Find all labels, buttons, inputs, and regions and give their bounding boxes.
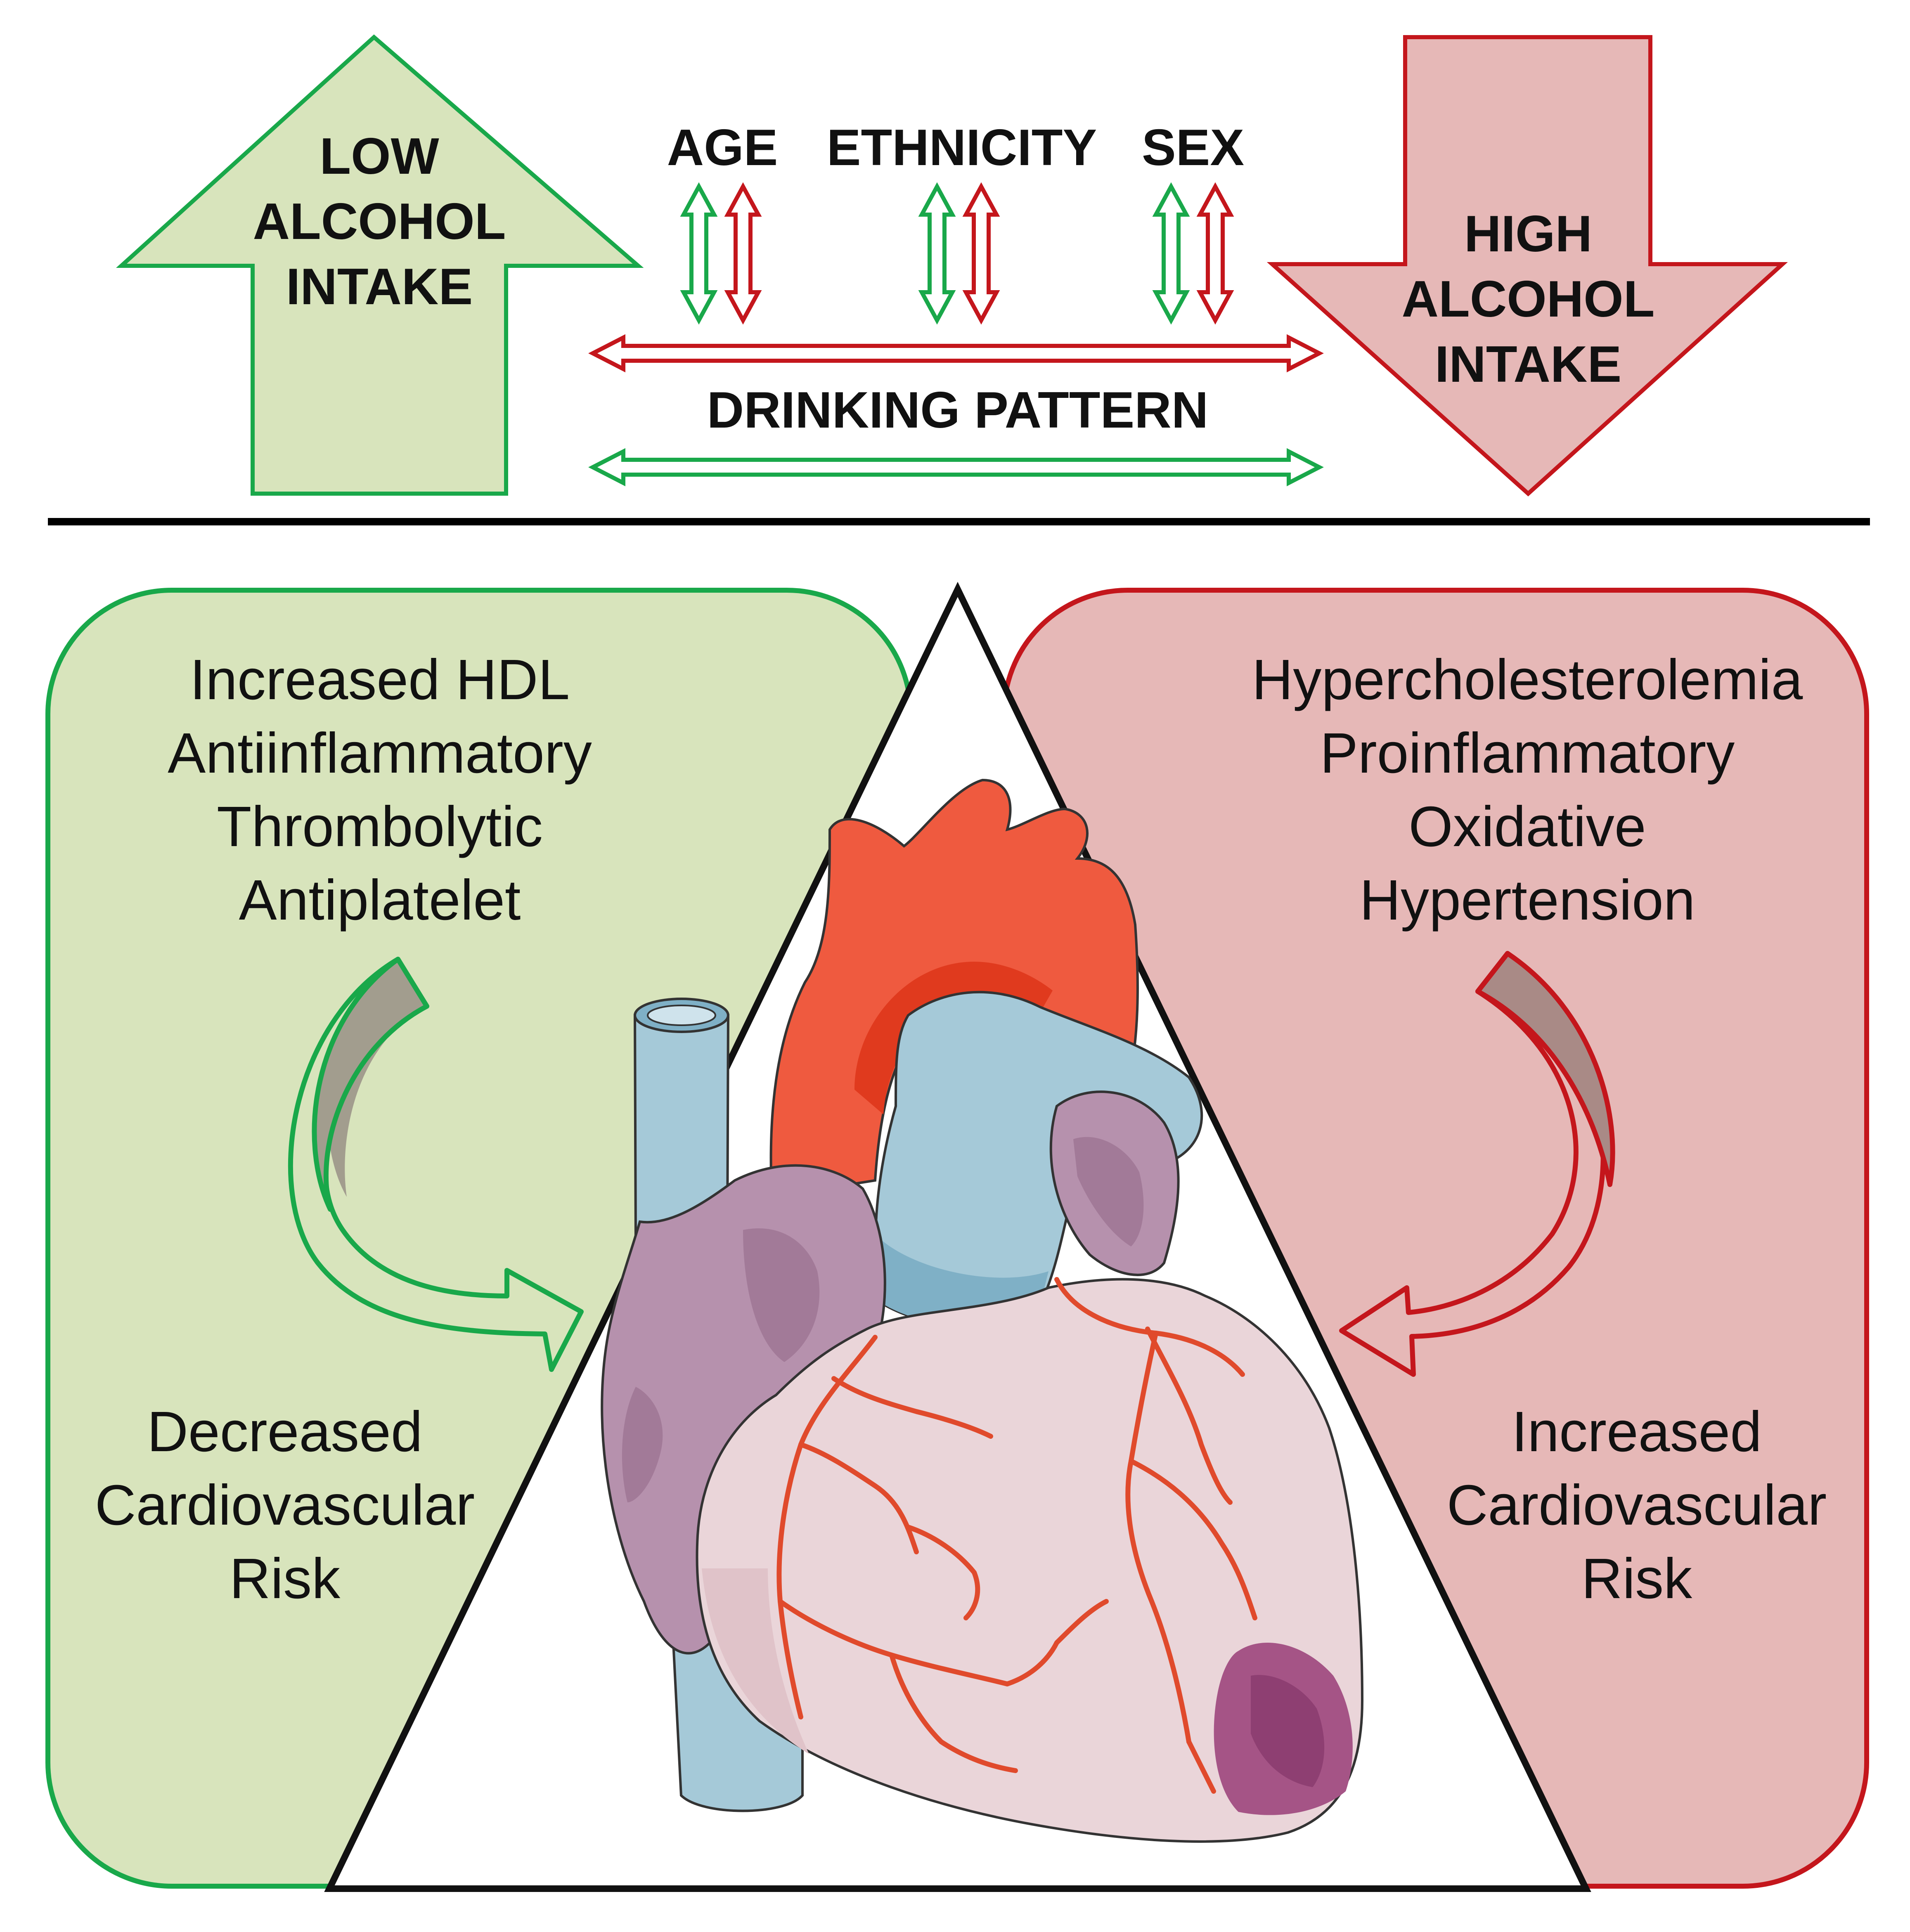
- right-effect-oxidative: Oxidative: [1408, 795, 1646, 858]
- drinking-pattern-red-double-arrow: [588, 334, 1324, 373]
- left-curved-arrow: [288, 957, 584, 1372]
- high-intake-line-3: INTAKE: [1434, 336, 1622, 393]
- sex-double-arrows: [1152, 182, 1234, 325]
- drinking-pattern-green-double-arrow: [588, 448, 1324, 487]
- ethnicity-red-double-arrow: [962, 182, 1000, 325]
- sex-red-double-arrow: [1196, 182, 1234, 325]
- left-outcome-line-2: Cardiovascular: [95, 1473, 475, 1537]
- left-effect-hdl: Increased HDL: [189, 648, 570, 712]
- right-effect-hypercholesterolemia: Hypercholesterolemia: [1252, 648, 1803, 712]
- right-effect-proinflammatory: Proinflammatory: [1320, 721, 1735, 785]
- factor-age: AGE: [667, 119, 778, 176]
- ethnicity-double-arrows: [918, 182, 1000, 325]
- high-intake-label: HIGH ALCOHOL INTAKE: [1399, 201, 1657, 397]
- sex-green-double-arrow: [1152, 182, 1190, 325]
- right-outcome-line-2: Cardiovascular: [1446, 1473, 1827, 1537]
- drinking-pattern-label: DRINKING PATTERN: [707, 382, 1209, 439]
- heart-illustration: [601, 778, 1364, 1843]
- left-effect-antiplatelet: Antiplatelet: [239, 868, 521, 932]
- high-intake-down-arrow: [1266, 35, 1788, 497]
- right-effect-hypertension: Hypertension: [1359, 868, 1695, 932]
- left-effects-list: Increased HDL Antiinflammatory Thromboly…: [91, 643, 669, 937]
- left-effect-thrombolytic: Thrombolytic: [217, 795, 543, 858]
- right-outcome-label: Increased Cardiovascular Risk: [1404, 1395, 1870, 1615]
- left-effect-antiinflammatory: Antiinflammatory: [168, 721, 592, 785]
- factor-sex: SEX: [1141, 119, 1245, 176]
- ventricles: [696, 1278, 1364, 1843]
- high-intake-line-1: HIGH: [1464, 206, 1592, 262]
- right-outcome-line-1: Increased: [1511, 1400, 1762, 1464]
- low-intake-line-2: ALCOHOL: [253, 193, 506, 250]
- right-outcome-line-3: Risk: [1581, 1547, 1692, 1610]
- low-intake-line-1: LOW: [320, 128, 439, 185]
- factor-ethnicity: ETHNICITY: [826, 119, 1097, 176]
- low-intake-up-arrow: [116, 34, 644, 496]
- right-effects-list: Hypercholesterolemia Proinflammatory Oxi…: [1222, 643, 1833, 937]
- age-green-double-arrow: [680, 182, 718, 325]
- left-outcome-label: Decreased Cardiovascular Risk: [66, 1395, 504, 1615]
- age-red-double-arrow: [724, 182, 762, 325]
- right-curved-arrow: [1339, 951, 1615, 1377]
- left-outcome-line-3: Risk: [229, 1547, 341, 1610]
- age-double-arrows: [680, 182, 762, 325]
- low-intake-label: LOW ALCOHOL INTAKE: [253, 124, 506, 319]
- left-outcome-line-1: Decreased: [147, 1400, 423, 1464]
- high-intake-line-2: ALCOHOL: [1401, 271, 1655, 328]
- low-intake-line-3: INTAKE: [286, 258, 473, 315]
- ethnicity-green-double-arrow: [918, 182, 956, 325]
